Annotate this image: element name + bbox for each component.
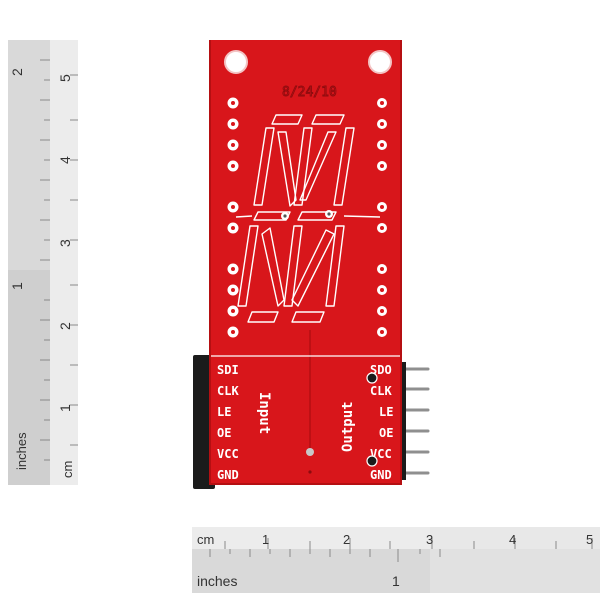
bottom-ruler-cm-number: 2 xyxy=(343,532,350,547)
output-pin-label: LE xyxy=(379,405,393,419)
sixteen-segment-outline xyxy=(235,114,381,323)
mounting-hole xyxy=(368,50,392,74)
test-point xyxy=(306,448,314,456)
left-ruler-inch-number: 1 xyxy=(9,282,25,290)
board-date-text: 8/24/10 xyxy=(282,85,337,100)
bottom-ruler: cm 1 2 3 4 5 inches 1 xyxy=(192,527,600,593)
input-label: Input xyxy=(256,392,272,434)
input-pin-label: CLK xyxy=(217,384,239,398)
input-pin-label: GND xyxy=(217,468,239,482)
output-label: Output xyxy=(340,401,356,452)
left-ruler-cm-number: 2 xyxy=(57,322,73,330)
bottom-ruler-cm-number: 3 xyxy=(426,532,433,547)
output-pin-label: CLK xyxy=(370,384,392,398)
output-via xyxy=(366,455,378,467)
output-pin-label: GND xyxy=(370,468,392,482)
output-header-pins xyxy=(396,362,430,480)
bottom-ruler-inch-number: 1 xyxy=(392,573,400,589)
output-pin-label: SDO xyxy=(370,363,392,377)
input-pin-label: OE xyxy=(217,426,231,440)
input-pin-label: SDI xyxy=(217,363,239,377)
output-pin-label: OE xyxy=(379,426,393,440)
left-ruler-cm-label: cm xyxy=(60,461,75,478)
left-ruler-ticks xyxy=(40,59,78,461)
input-pin-label: VCC xyxy=(217,447,239,461)
bottom-ruler-cm-label: cm xyxy=(197,532,214,547)
bottom-ruler-ticks xyxy=(209,538,593,562)
bottom-ruler-cm-number: 5 xyxy=(586,532,593,547)
left-ruler-cm-number: 3 xyxy=(57,239,73,247)
output-via xyxy=(366,372,378,384)
left-ruler-inches-label: inches xyxy=(14,432,29,470)
pcb-board: 8/24/10 xyxy=(209,40,402,485)
left-ruler: inches cm 2 1 5 4 3 2 1 xyxy=(8,40,78,485)
mounting-hole xyxy=(224,50,248,74)
left-ruler-cm-number: 4 xyxy=(57,156,73,164)
bottom-ruler-cm-number: 4 xyxy=(509,532,516,547)
input-pin-label: LE xyxy=(217,405,231,419)
bottom-ruler-inches-label: inches xyxy=(197,573,237,589)
left-ruler-cm-number: 1 xyxy=(57,404,73,412)
bottom-ruler-cm-number: 1 xyxy=(262,532,269,547)
left-ruler-cm-number: 5 xyxy=(57,74,73,82)
left-ruler-inch-number: 2 xyxy=(9,68,25,76)
input-pin-labels: SDI CLK LE OE VCC GND xyxy=(217,363,239,482)
